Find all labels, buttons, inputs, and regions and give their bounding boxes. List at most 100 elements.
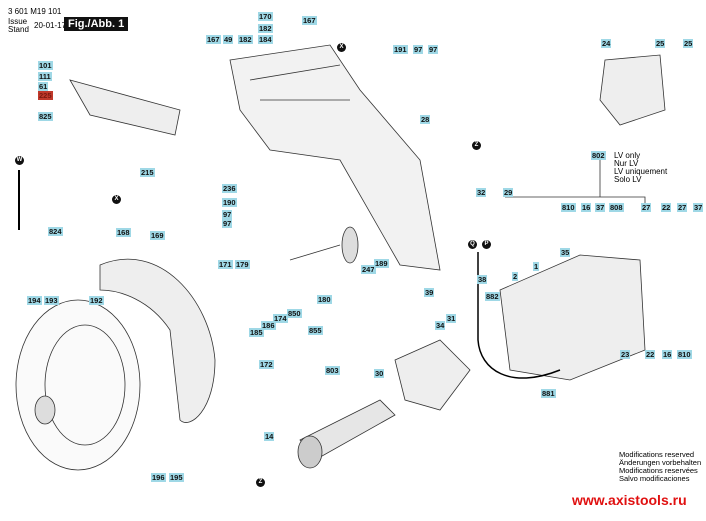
part-callout-25: 25 <box>655 39 666 48</box>
note-line: Salvo modificaciones <box>619 474 690 483</box>
part-callout-171: 171 <box>218 260 233 269</box>
part-callout-22: 22 <box>661 203 672 212</box>
part-callout-170: 170 <box>258 12 273 21</box>
part-callout-28: 28 <box>420 115 431 124</box>
marker-z: Z <box>256 478 265 487</box>
lv-note: LV only Nur LV LV uniquement Solo LV <box>614 152 667 184</box>
part-callout-97: 97 <box>222 210 233 219</box>
part-callout-111: 111 <box>38 72 52 81</box>
lv-note-line: LV uniquement <box>614 167 668 176</box>
part-callout-34: 34 <box>435 321 446 330</box>
part-callout-184: 184 <box>258 35 273 44</box>
part-callout-35: 35 <box>560 248 571 257</box>
part-callout-247: 247 <box>361 265 376 274</box>
fan-baffle <box>394 339 471 411</box>
part-callout-803: 803 <box>325 366 340 375</box>
part-callout-2: 2 <box>512 272 519 281</box>
part-callout-97: 97 <box>222 219 233 228</box>
part-callout-27: 27 <box>677 203 688 212</box>
part-callout-180: 180 <box>317 295 332 304</box>
part-callout-1: 1 <box>533 262 540 271</box>
issue-label: Issue <box>8 17 28 26</box>
part-callout-16: 16 <box>581 203 592 212</box>
part-callout-196: 196 <box>151 473 166 482</box>
part-callout-808: 808 <box>609 203 624 212</box>
part-callout-37: 37 <box>693 203 704 212</box>
part-callout-49: 49 <box>223 35 234 44</box>
part-callout-16: 16 <box>662 350 673 359</box>
part-callout-194: 194 <box>27 296 42 305</box>
part-callout-802: 802 <box>591 151 606 160</box>
saw-blade <box>15 299 141 471</box>
lv-note-line: LV only <box>614 151 641 160</box>
part-callout-27: 27 <box>641 203 652 212</box>
part-callout-14: 14 <box>264 432 275 441</box>
note-line: Änderungen vorbehalten <box>619 458 702 467</box>
part-callout-881: 881 <box>541 389 556 398</box>
part-callout-179: 179 <box>235 260 250 269</box>
upper-guard <box>69 79 181 136</box>
part-callout-37: 37 <box>595 203 606 212</box>
lv-note-line: Nur LV <box>614 159 639 168</box>
part-callout-22: 22 <box>645 350 656 359</box>
part-callout-39: 39 <box>424 288 435 297</box>
part-callout-172: 172 <box>259 360 274 369</box>
doc-number: 3 601 M19 101 <box>8 7 62 16</box>
part-callout-97: 97 <box>428 45 439 54</box>
marker-p: P <box>482 240 491 249</box>
stand-label: Stand <box>8 25 29 34</box>
part-callout-185: 185 <box>249 328 264 337</box>
figure-badge: Fig./Abb. 1 <box>64 17 129 31</box>
part-callout-225: 225 <box>38 91 53 100</box>
part-callout-810: 810 <box>561 203 576 212</box>
part-callout-191: 191 <box>393 45 408 54</box>
issue-date: 20-01-17 <box>34 21 67 30</box>
armature <box>297 399 396 469</box>
part-callout-101: 101 <box>38 61 53 70</box>
part-callout-824: 824 <box>48 227 63 236</box>
part-callout-236: 236 <box>222 184 237 193</box>
part-callout-810: 810 <box>677 350 692 359</box>
part-callout-193: 193 <box>44 296 59 305</box>
lv-note-line: Solo LV <box>614 175 642 184</box>
marker-q: Q <box>468 240 477 249</box>
motor-housing <box>499 54 666 381</box>
blade-guard <box>99 258 216 423</box>
part-callout-215: 215 <box>140 168 155 177</box>
part-callout-855: 855 <box>308 326 323 335</box>
arm-housing <box>229 44 441 271</box>
part-callout-169: 169 <box>150 231 165 240</box>
modifications-note: Modifications reserved Änderungen vorbeh… <box>619 451 701 483</box>
part-callout-190: 190 <box>222 198 237 207</box>
part-callout-182: 182 <box>238 35 253 44</box>
marker-z: Z <box>472 141 481 150</box>
part-callout-192: 192 <box>89 296 104 305</box>
part-callout-850: 850 <box>287 309 302 318</box>
marker-x: X <box>337 43 346 52</box>
part-callout-38: 38 <box>477 275 488 284</box>
part-callout-825: 825 <box>38 112 53 121</box>
part-callout-23: 23 <box>620 350 631 359</box>
power-cord <box>477 252 561 379</box>
part-callout-167: 167 <box>302 16 317 25</box>
part-callout-30: 30 <box>374 369 385 378</box>
note-line: Modifications reservées <box>619 466 698 475</box>
part-callout-174: 174 <box>273 314 288 323</box>
part-callout-189: 189 <box>374 259 389 268</box>
part-callout-97: 97 <box>413 45 424 54</box>
website-link[interactable]: www.axistools.ru <box>572 492 687 508</box>
gear-shaft <box>289 226 359 264</box>
note-line: Modifications reserved <box>619 450 695 459</box>
part-callout-32: 32 <box>476 188 487 197</box>
part-callout-168: 168 <box>116 228 131 237</box>
part-callout-882: 882 <box>485 292 500 301</box>
part-callout-167: 167 <box>206 35 221 44</box>
part-callout-182: 182 <box>258 24 273 33</box>
part-callout-186: 186 <box>261 321 276 330</box>
part-callout-25: 25 <box>683 39 694 48</box>
part-callout-29: 29 <box>503 188 514 197</box>
marker-x: X <box>112 195 121 204</box>
marker-w: W <box>15 156 24 165</box>
